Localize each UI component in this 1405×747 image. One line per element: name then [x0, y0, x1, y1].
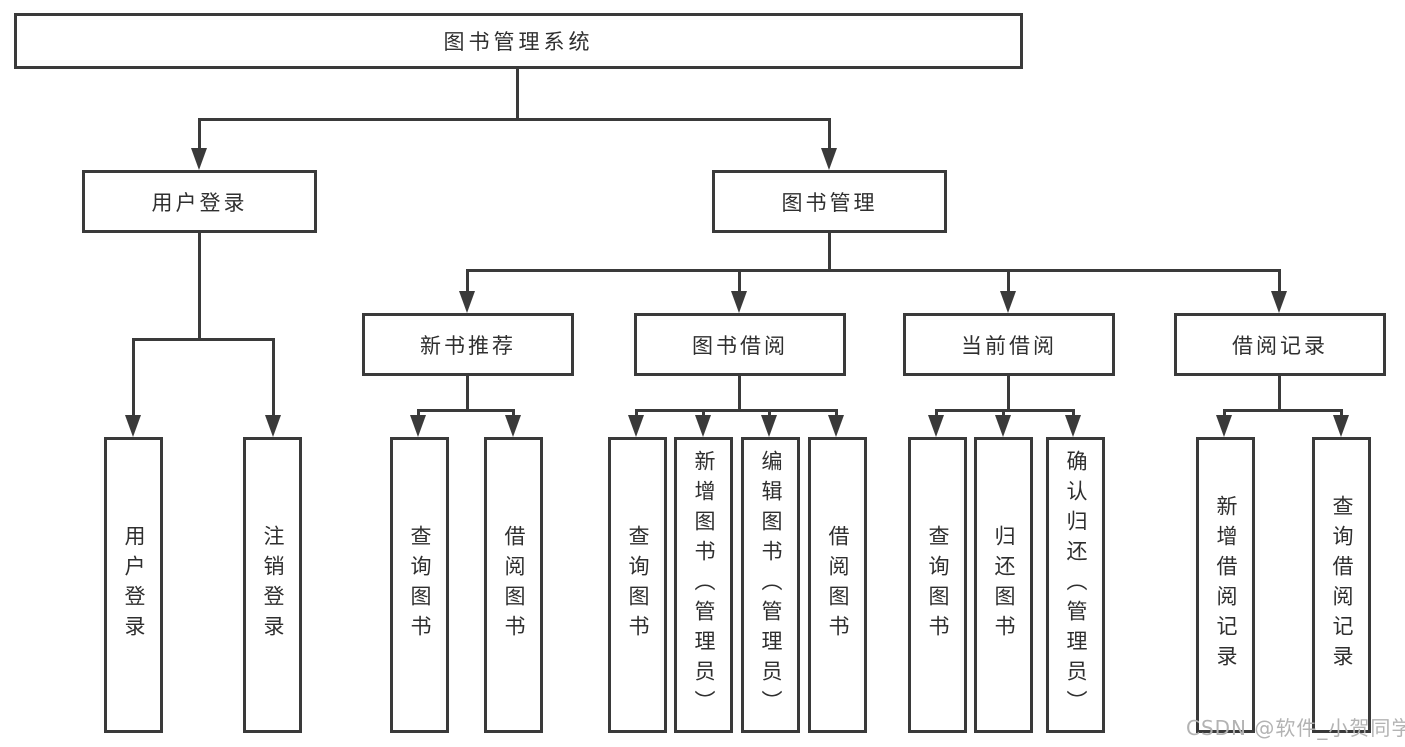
- leaf-edit-books-admin-label: 编辑图书（管理员）: [759, 450, 783, 720]
- arrow-down-icon: [1000, 291, 1016, 313]
- arrow-down-icon: [828, 415, 844, 437]
- connector-line: [768, 409, 771, 417]
- csdn-watermark: CSDN @软件_小贺同学: [1186, 716, 1405, 740]
- arrow-down-icon: [695, 415, 711, 437]
- node-borrow-records: 借阅记录: [1174, 313, 1386, 376]
- leaf-query-borrow-record: 查询借阅记录: [1312, 437, 1371, 733]
- connector-line: [738, 269, 741, 293]
- connector-line: [198, 118, 831, 121]
- connector-line: [466, 269, 469, 293]
- arrow-down-icon: [628, 415, 644, 437]
- connector-line: [828, 118, 831, 151]
- connector-line: [935, 409, 1075, 412]
- leaf-return-books: 归还图书: [974, 437, 1033, 733]
- connector-line: [1007, 269, 1010, 293]
- leaf-logout: 注销登录: [243, 437, 302, 733]
- leaf-query-books-recommend: 查询图书: [390, 437, 449, 733]
- arrow-down-icon: [505, 415, 521, 437]
- leaf-borrow-books: 借阅图书: [808, 437, 867, 733]
- leaf-user-login-label: 用户登录: [122, 525, 146, 645]
- leaf-confirm-return-admin-label: 确认归还（管理员）: [1064, 450, 1088, 720]
- connector-line: [635, 409, 638, 417]
- connector-line: [702, 409, 705, 417]
- connector-line: [828, 233, 831, 269]
- connector-line: [835, 409, 838, 417]
- leaf-query-books-current: 查询图书: [908, 437, 967, 733]
- connector-line: [1002, 409, 1005, 417]
- leaf-edit-books-admin: 编辑图书（管理员）: [741, 437, 800, 733]
- leaf-add-books-admin-label: 新增图书（管理员）: [692, 450, 716, 720]
- leaf-borrow-books-recommend: 借阅图书: [484, 437, 543, 733]
- leaf-borrow-books-label: 借阅图书: [826, 525, 850, 645]
- arrow-down-icon: [761, 415, 777, 437]
- connector-line: [198, 118, 201, 151]
- connector-line: [1278, 376, 1281, 409]
- connector-line: [1072, 409, 1075, 417]
- leaf-user-login: 用户登录: [104, 437, 163, 733]
- node-user-login: 用户登录: [82, 170, 317, 233]
- node-root-label: 图书管理系统: [443, 30, 594, 54]
- connector-line: [132, 338, 135, 417]
- node-book-management-label: 图书管理: [781, 190, 878, 215]
- node-new-book-recommend: 新书推荐: [362, 313, 574, 376]
- node-current-borrow: 当前借阅: [903, 313, 1115, 376]
- connector-line: [1340, 409, 1343, 417]
- leaf-query-books-recommend-label: 查询图书: [408, 525, 432, 645]
- connector-line: [417, 409, 420, 417]
- connector-line: [1278, 269, 1281, 293]
- arrow-down-icon: [191, 148, 207, 170]
- leaf-confirm-return-admin: 确认归还（管理员）: [1046, 437, 1105, 733]
- arrow-down-icon: [995, 415, 1011, 437]
- leaf-query-borrow-record-label: 查询借阅记录: [1330, 495, 1354, 675]
- connector-line: [466, 376, 469, 409]
- arrow-down-icon: [821, 148, 837, 170]
- connector-line: [635, 409, 838, 412]
- leaf-query-books-current-label: 查询图书: [926, 525, 950, 645]
- arrow-down-icon: [1333, 415, 1349, 437]
- arrow-down-icon: [265, 415, 281, 437]
- node-book-management: 图书管理: [712, 170, 947, 233]
- arrow-down-icon: [1271, 291, 1287, 313]
- node-current-borrow-label: 当前借阅: [961, 333, 1057, 358]
- connector-line: [935, 409, 938, 417]
- leaf-add-books-admin: 新增图书（管理员）: [674, 437, 733, 733]
- leaf-add-borrow-record: 新增借阅记录: [1196, 437, 1255, 733]
- arrow-down-icon: [410, 415, 426, 437]
- connector-line: [272, 338, 275, 417]
- node-new-book-recommend-label: 新书推荐: [420, 333, 516, 358]
- leaf-return-books-label: 归还图书: [992, 525, 1016, 645]
- connector-line: [516, 69, 519, 118]
- leaf-add-borrow-record-label: 新增借阅记录: [1214, 495, 1238, 675]
- node-root-library-system: 图书管理系统: [14, 13, 1023, 69]
- arrow-down-icon: [459, 291, 475, 313]
- leaf-borrow-books-recommend-label: 借阅图书: [502, 525, 526, 645]
- node-user-login-label: 用户登录: [151, 190, 248, 215]
- leaf-query-books-borrow-label: 查询图书: [626, 525, 650, 645]
- arrow-down-icon: [928, 415, 944, 437]
- connector-line: [198, 233, 201, 338]
- leaf-logout-label: 注销登录: [261, 525, 285, 645]
- arrow-down-icon: [1216, 415, 1232, 437]
- arrow-down-icon: [731, 291, 747, 313]
- leaf-query-books-borrow: 查询图书: [608, 437, 667, 733]
- node-book-borrow: 图书借阅: [634, 313, 846, 376]
- connector-line: [466, 269, 1281, 272]
- arrow-down-icon: [125, 415, 141, 437]
- connector-line: [738, 376, 741, 409]
- connector-line: [1223, 409, 1226, 417]
- connector-line: [1007, 376, 1010, 409]
- arrow-down-icon: [1065, 415, 1081, 437]
- connector-line: [1223, 409, 1343, 412]
- node-book-borrow-label: 图书借阅: [692, 333, 788, 358]
- connector-line: [512, 409, 515, 417]
- connector-line: [417, 409, 515, 412]
- connector-line: [132, 338, 275, 341]
- node-borrow-records-label: 借阅记录: [1232, 333, 1328, 358]
